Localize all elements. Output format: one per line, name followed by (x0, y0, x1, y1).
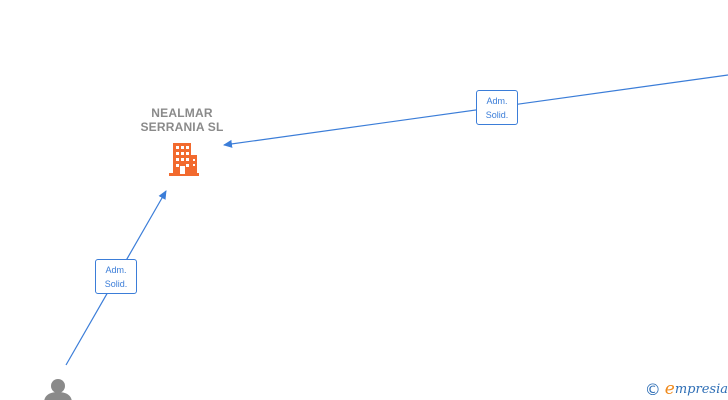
building-icon[interactable] (166, 141, 202, 177)
relation-label-line2: Solid. (104, 279, 128, 289)
relation-label-line1: Adm. (486, 96, 508, 106)
relation-label-offscreen[interactable]: Adm. Solid. (476, 90, 518, 125)
relation-label-line1: Adm. (105, 265, 127, 275)
relation-label-person[interactable]: Adm. Solid. (95, 259, 137, 294)
copyright-icon: © (644, 379, 661, 399)
company-name[interactable]: NEALMAR SERRANIA SL (140, 106, 224, 134)
relation-label-line2: Solid. (485, 110, 509, 120)
brand-watermark: © e mpresia (645, 378, 728, 400)
person-icon[interactable] (42, 377, 74, 400)
brand-initial: e (664, 379, 675, 399)
brand-name: mpresia (674, 381, 728, 397)
